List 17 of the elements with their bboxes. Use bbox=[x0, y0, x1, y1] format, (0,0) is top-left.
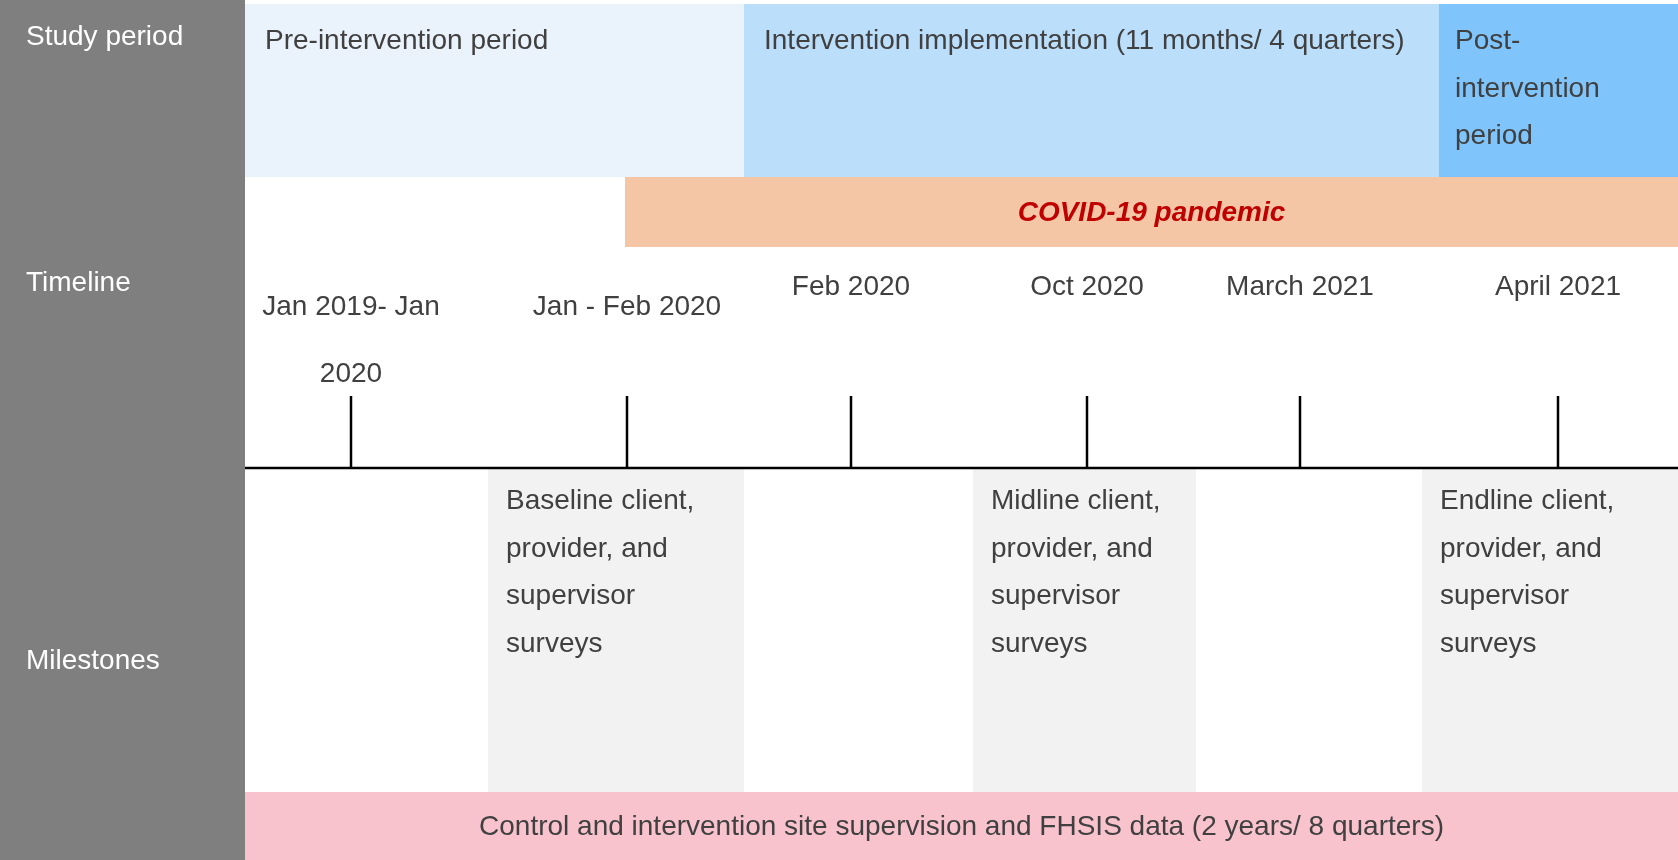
period-band: Post-intervention period bbox=[1439, 4, 1678, 177]
date-label: April 2021 bbox=[1493, 269, 1623, 303]
milestone-box: Baseline client, provider, and supervisor surveys bbox=[488, 468, 744, 792]
date-label: March 2021 bbox=[1225, 269, 1375, 303]
date-label: Feb 2020 bbox=[790, 269, 912, 303]
milestone-box: Endline client, provider, and supervisor surveys bbox=[1422, 468, 1678, 792]
date-label: Jan 2019- Jan 2020 bbox=[261, 289, 441, 391]
milestone-box: Midline client, provider, and supervisor surveys bbox=[973, 468, 1196, 792]
period-band: Intervention implementation (11 months/ 4 quarters) bbox=[744, 4, 1439, 177]
period-band: Pre-intervention period bbox=[245, 4, 744, 177]
row-header: Timeline bbox=[26, 265, 132, 299]
date-label: Jan - Feb 2020 bbox=[531, 289, 723, 323]
pandemic-band: COVID-19 pandemic bbox=[625, 177, 1678, 247]
data-band: Control and intervention site supervision and FHSIS data (2 years/ 8 quarters) bbox=[245, 792, 1678, 860]
row-header: Milestones bbox=[26, 643, 161, 677]
date-label: Oct 2020 bbox=[1029, 269, 1145, 303]
row-header: Study period bbox=[26, 19, 185, 53]
